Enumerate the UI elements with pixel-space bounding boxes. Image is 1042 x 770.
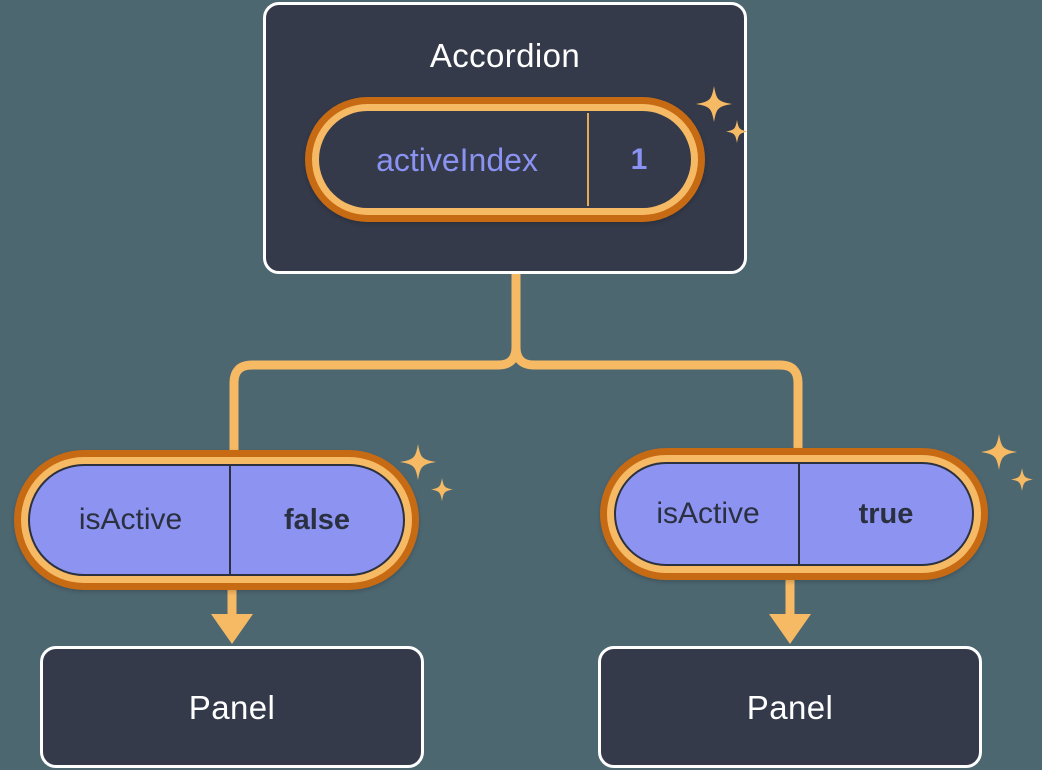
panel-title: Panel [746, 688, 834, 726]
pill-ring: activeIndex 1 [312, 104, 698, 215]
state-pill-key: isActive [656, 497, 760, 530]
pill-ring: isActive false [21, 457, 412, 583]
panel-component-box-left[interactable]: Panel [40, 646, 424, 768]
arrowhead-right [769, 614, 811, 644]
pill-ring: isActive true [607, 455, 981, 573]
state-pill-is-active-right[interactable]: isActive true [600, 448, 988, 580]
pill-body: isActive false [28, 464, 405, 576]
panel-title: Panel [188, 688, 276, 726]
connector-branch-right [511, 342, 803, 455]
pill-body: isActive true [614, 462, 974, 566]
panel-component-box-right[interactable]: Panel [598, 646, 982, 768]
state-pill-active-index[interactable]: activeIndex 1 [305, 97, 705, 222]
state-pill-key: isActive [78, 503, 183, 536]
pill-body: activeIndex 1 [319, 111, 691, 208]
accordion-title: Accordion [429, 37, 581, 74]
state-pill-value: false [229, 466, 403, 574]
state-pill-value: true [798, 464, 972, 564]
sparkle-large [400, 444, 436, 480]
arrowhead-left [211, 614, 253, 644]
state-pill-value: 1 [587, 113, 689, 206]
state-pill-is-active-left[interactable]: isActive false [14, 450, 419, 590]
sparkles-icon [976, 430, 1040, 500]
state-pill-key: activeIndex [376, 141, 538, 178]
sparkle-small [1011, 468, 1033, 491]
connector-branch-left [229, 342, 521, 457]
sparkle-large [981, 434, 1017, 470]
sparkle-small [431, 478, 453, 501]
